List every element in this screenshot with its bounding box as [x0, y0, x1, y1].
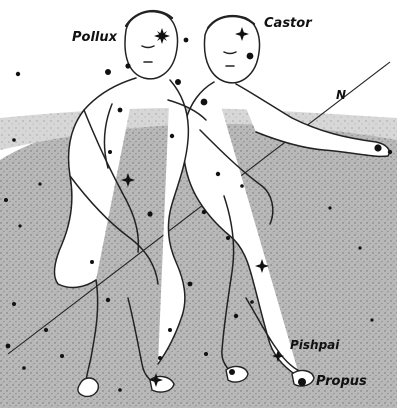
star: [240, 184, 244, 188]
star: [188, 282, 193, 287]
star: [374, 144, 381, 151]
label-castor: Castor: [264, 16, 312, 31]
star: [16, 72, 20, 76]
label-propus: Propus: [316, 374, 367, 389]
star-propus: [298, 378, 306, 386]
star: [4, 198, 8, 202]
star: [250, 300, 254, 304]
star: [60, 354, 64, 358]
label-pishpai: Pishpai: [290, 338, 339, 352]
star: [388, 150, 392, 154]
star: [44, 328, 48, 332]
star: [202, 210, 206, 214]
star: [90, 260, 94, 264]
star: [18, 224, 21, 227]
label-pollux: Pollux: [72, 30, 117, 45]
star: [118, 388, 122, 392]
star: [12, 138, 16, 142]
star: [105, 69, 111, 75]
star: [125, 63, 130, 68]
star: [328, 206, 331, 209]
star: [147, 211, 152, 216]
star: [201, 99, 208, 106]
star: [358, 246, 361, 249]
star: [204, 352, 208, 356]
star: [12, 302, 16, 306]
star: [168, 328, 172, 332]
star: [22, 366, 26, 370]
star: [226, 236, 230, 240]
star: [6, 344, 11, 349]
star: [184, 38, 189, 43]
star: [229, 369, 235, 375]
star: [370, 318, 373, 321]
star: [216, 172, 220, 176]
label-north-marker: N: [336, 88, 346, 102]
star: [106, 298, 110, 302]
star: [118, 108, 123, 113]
star: [175, 79, 181, 85]
star: [247, 53, 254, 60]
star: [38, 182, 41, 185]
star: [170, 134, 174, 138]
star: [158, 356, 162, 360]
star: [108, 150, 112, 154]
star: [234, 314, 238, 318]
